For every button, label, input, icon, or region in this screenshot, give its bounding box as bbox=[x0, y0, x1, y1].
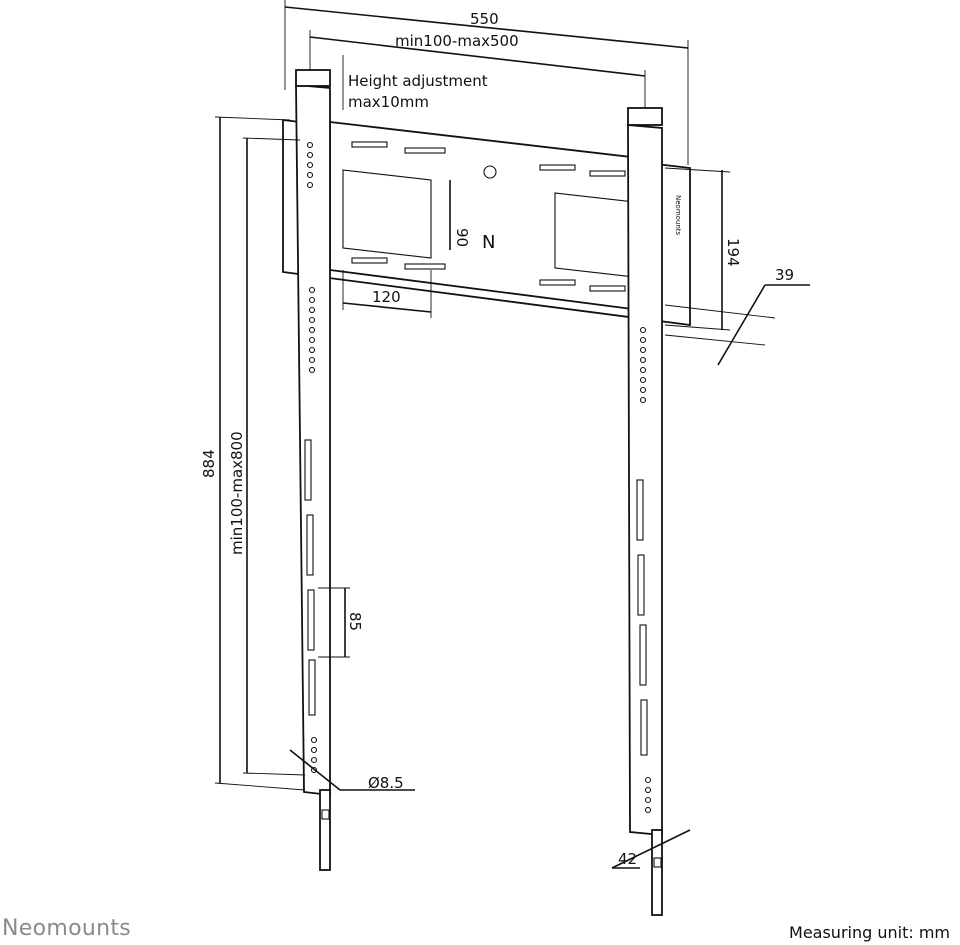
dim-vesa-width-label: min100-max500 bbox=[395, 32, 519, 50]
dim-plate-height: 194 bbox=[664, 167, 742, 331]
dim-90-label: 90 bbox=[453, 228, 471, 247]
dim-wall-distance: 39 bbox=[664, 266, 810, 366]
plate-brand-text: Neomounts bbox=[674, 195, 682, 236]
measuring-unit-note: Measuring unit: mm bbox=[789, 923, 950, 942]
dim-slot-pitch: 85 bbox=[318, 587, 364, 658]
dim-39-label: 39 bbox=[775, 266, 794, 284]
dim-vesa-height-label: min100-max800 bbox=[228, 431, 246, 555]
height-adjust-label: Height adjustment bbox=[348, 72, 488, 90]
dim-194-label: 194 bbox=[724, 238, 742, 267]
dim-overall-width: 550 bbox=[284, 0, 689, 165]
dim-hole-label: Ø8.5 bbox=[368, 774, 404, 792]
brand-logo: Neomounts bbox=[2, 916, 132, 941]
dim-slot-width: 120 bbox=[342, 270, 432, 318]
plate-logo-mark: N bbox=[482, 232, 495, 253]
dim-120-label: 120 bbox=[372, 288, 401, 306]
right-upright bbox=[627, 107, 663, 916]
left-upright bbox=[295, 69, 331, 871]
dim-884-label: 884 bbox=[200, 449, 218, 478]
wall-plate: N Neomounts bbox=[282, 118, 691, 327]
height-adjust-value: max10mm bbox=[348, 93, 429, 111]
dim-vesa-height: min100-max800 bbox=[228, 137, 306, 776]
dim-vesa-width: min100-max500 bbox=[309, 30, 646, 110]
dim-upright-width: 42 bbox=[611, 829, 691, 869]
dim-slot-height: 90 bbox=[449, 180, 471, 250]
dim-550-label: 550 bbox=[470, 10, 499, 28]
dim-85-label: 85 bbox=[346, 612, 364, 631]
dim-hole-diameter: Ø8.5 bbox=[289, 749, 415, 792]
dim-overall-height: 884 bbox=[200, 116, 306, 791]
dim-height-adjust: Height adjustment max10mm bbox=[342, 55, 488, 111]
dim-42-label: 42 bbox=[618, 850, 637, 868]
